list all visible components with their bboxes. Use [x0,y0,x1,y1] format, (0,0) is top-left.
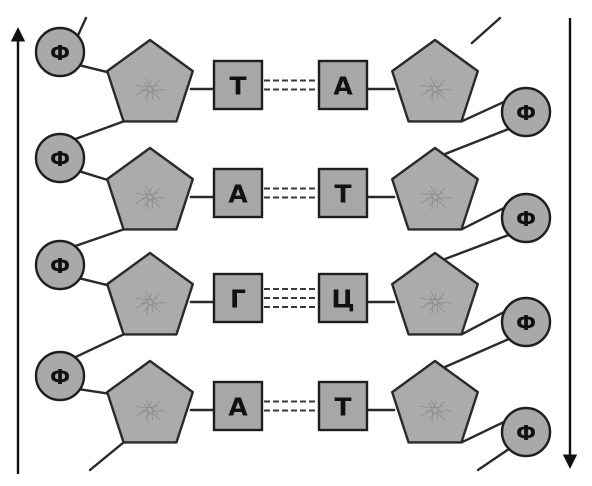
left-phosphate-4: Ф [34,350,86,402]
left-base-1: Т [212,59,264,111]
right-bottom-stub [476,447,511,472]
left-sugar-phosphate-link-3 [74,333,125,358]
right-phosphate-3-label: Ф [516,311,536,335]
left-phosphate-1-label: Ф [50,41,70,65]
right-base-4: Т [317,380,369,432]
left-sugar-1-shape [106,38,194,123]
bases: Т А А Т Г Ц А Т [212,59,369,432]
right-sugar-3-shape [391,251,479,336]
left-sugar-phosphate-link-4 [88,441,125,472]
right-phosphate-4-circle [500,406,552,458]
left-sugar-4-shape [106,359,194,444]
right-phosphate-3-circle [500,296,552,348]
left-base-3-box [212,272,264,324]
right-base-4-label: Т [334,393,351,422]
left-base-4-box [212,380,264,432]
left-sugar-2-shape [106,146,194,231]
right-sugar-4-shape [391,359,479,444]
right-phosphate-sugar-link-4 [460,420,507,444]
right-phosphate-1: Ф [500,86,552,138]
left-phosphate-2-circle [34,132,86,184]
left-base-4: А [212,380,264,432]
right-sugar-4-texture [420,399,452,423]
left-phosphate-sugar-link-1 [77,63,113,75]
left-phosphate-3-circle [34,239,86,291]
right-phosphate-sugar-link-1 [460,99,507,123]
right-sugar-phosphate-link-3 [443,233,511,261]
left-sugar-2-texture [135,186,167,210]
right-sugar-2-texture [420,186,452,210]
right-sugar-1-shape [391,38,479,123]
left-base-2: А [212,167,264,219]
left-sugar-3-shape [106,251,194,336]
right-base-1: А [317,59,369,111]
right-base-3: Ц [317,272,369,324]
right-base-2-label: Т [334,180,351,209]
hydrogen-bonds [264,79,317,412]
phosphates: Ф Ф Ф Ф Ф Ф Ф Ф [34,26,552,458]
right-phosphate-2-label: Ф [516,207,536,231]
right-base-3-box [317,272,369,324]
left-phosphate-4-circle [34,350,86,402]
right-top-stub [470,16,502,45]
left-sugar-4 [106,359,194,444]
left-sugar-phosphate-link-2 [74,228,125,248]
right-phosphate-3: Ф [500,296,552,348]
left-sugar-1 [106,38,194,123]
right-sugar-phosphate-link-2 [443,127,511,156]
left-phosphate-sugar-link-4 [77,388,113,396]
right-sugar-3 [391,251,479,336]
left-phosphate-3: Ф [34,239,86,291]
right-phosphate-4: Ф [500,406,552,458]
right-sugar-2-shape [391,146,479,231]
left-sugar-3-texture [135,291,167,315]
left-sugar-3 [106,251,194,336]
right-base-4-box [317,380,369,432]
left-phosphate-sugar-link-2 [77,169,113,183]
right-phosphate-2: Ф [500,192,552,244]
right-sugar-2 [391,146,479,231]
left-base-1-box [212,59,264,111]
left-base-3-label: Г [230,285,246,314]
right-sugar-1-texture [420,78,452,102]
left-sugar-1-texture [135,78,167,102]
right-sugar-phosphate-link-4 [443,337,511,369]
left-base-2-box [212,167,264,219]
right-phosphate-4-label: Ф [516,421,536,445]
right-sugar-3-texture [420,291,452,315]
left-phosphate-sugar-link-3 [77,277,113,288]
right-base-1-box [317,59,369,111]
left-sugar-4-texture [135,399,167,423]
left-phosphate-2-label: Ф [50,147,70,171]
right-sugar-1 [391,38,479,123]
right-base-2-box [317,167,369,219]
left-base-2-label: А [228,180,248,209]
right-phosphate-2-circle [500,192,552,244]
backbone-connectors [74,16,511,472]
right-phosphate-1-circle [500,86,552,138]
right-sugar-4 [391,359,479,444]
left-phosphate-3-label: Ф [50,254,70,278]
left-phosphate-4-label: Ф [50,365,70,389]
left-base-3: Г [212,272,264,324]
right-base-1-label: А [333,72,353,101]
left-phosphate-1-circle [34,26,86,78]
right-phosphate-sugar-link-2 [460,205,507,231]
left-base-4-label: А [228,393,248,422]
left-sugar-2 [106,146,194,231]
left-phosphate-1: Ф [34,26,86,78]
left-phosphate-2: Ф [34,132,86,184]
right-base-3-label: Ц [331,285,354,314]
sugars [106,38,479,444]
left-sugar-phosphate-link-1 [74,120,125,141]
left-top-stub [76,16,88,37]
right-phosphate-sugar-link-3 [460,310,507,336]
right-base-2: Т [317,167,369,219]
left-base-1-label: Т [229,72,246,101]
right-phosphate-1-label: Ф [516,101,536,125]
